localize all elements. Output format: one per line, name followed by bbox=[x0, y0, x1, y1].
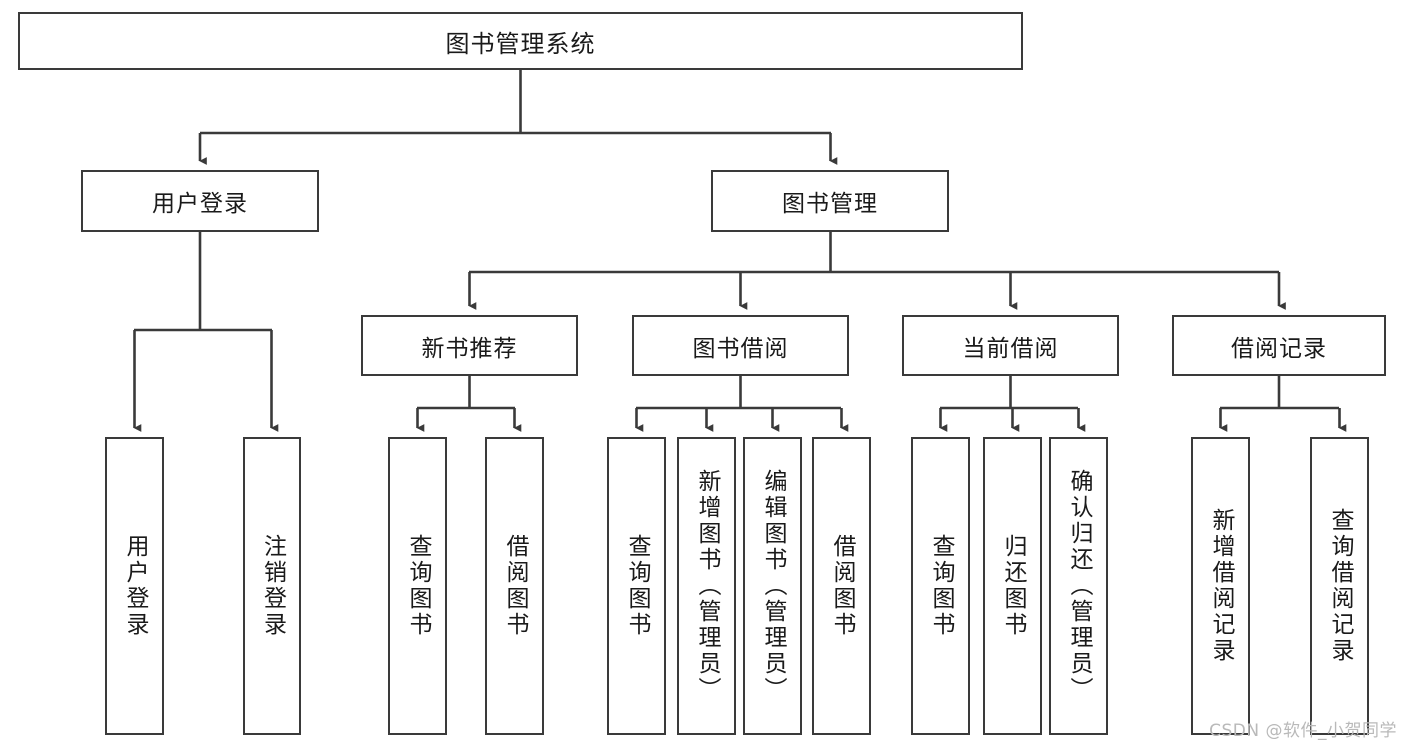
node-leaf-query-book-b[interactable]: 查询图书 bbox=[607, 437, 666, 735]
node-new-book-rec[interactable]: 新书推荐 bbox=[361, 315, 578, 376]
node-leaf-query-record[interactable]: 查询借阅记录 bbox=[1310, 437, 1369, 735]
node-leaf-logout-label: 注销登录 bbox=[259, 534, 286, 638]
node-root-label: 图书管理系统 bbox=[445, 29, 596, 58]
node-leaf-edit-book-label: 编辑图书（管理员） bbox=[760, 469, 786, 703]
node-leaf-query-book-rec-label: 查询图书 bbox=[405, 534, 431, 638]
node-current-borrow[interactable]: 当前借阅 bbox=[902, 315, 1119, 376]
node-root[interactable]: 图书管理系统 bbox=[18, 12, 1023, 70]
node-current-borrow-label: 当前借阅 bbox=[962, 335, 1059, 362]
node-leaf-query-book-c[interactable]: 查询图书 bbox=[911, 437, 970, 735]
node-leaf-query-book-c-label: 查询图书 bbox=[928, 534, 954, 638]
node-leaf-return-book[interactable]: 归还图书 bbox=[983, 437, 1042, 735]
node-new-book-rec-label: 新书推荐 bbox=[421, 335, 518, 362]
node-book-borrow-label: 图书借阅 bbox=[692, 335, 789, 362]
node-leaf-borrow-book-b[interactable]: 借阅图书 bbox=[812, 437, 871, 735]
node-leaf-query-book-rec[interactable]: 查询图书 bbox=[388, 437, 447, 735]
node-leaf-borrow-book-rec-label: 借阅图书 bbox=[502, 534, 528, 638]
node-leaf-user-login-label: 用户登录 bbox=[122, 534, 148, 638]
node-leaf-edit-book[interactable]: 编辑图书（管理员） bbox=[743, 437, 802, 735]
node-leaf-confirm-return[interactable]: 确认归还（管理员） bbox=[1049, 437, 1108, 735]
node-leaf-borrow-book-b-label: 借阅图书 bbox=[829, 534, 855, 638]
node-leaf-logout[interactable]: 注销登录 bbox=[243, 437, 301, 735]
csdn-watermark: CSDN @软件_小贺同学 bbox=[1209, 721, 1397, 741]
node-leaf-query-record-label: 查询借阅记录 bbox=[1327, 508, 1353, 664]
node-leaf-add-record[interactable]: 新增借阅记录 bbox=[1191, 437, 1250, 735]
node-leaf-query-book-b-label: 查询图书 bbox=[624, 534, 650, 638]
node-user-login[interactable]: 用户登录 bbox=[81, 170, 319, 232]
node-borrow-record[interactable]: 借阅记录 bbox=[1172, 315, 1386, 376]
node-leaf-return-book-label: 归还图书 bbox=[1000, 534, 1026, 638]
node-borrow-record-label: 借阅记录 bbox=[1231, 335, 1327, 362]
node-leaf-borrow-book-rec[interactable]: 借阅图书 bbox=[485, 437, 544, 735]
node-leaf-user-login[interactable]: 用户登录 bbox=[105, 437, 164, 735]
node-book-borrow[interactable]: 图书借阅 bbox=[632, 315, 849, 376]
node-leaf-add-book[interactable]: 新增图书（管理员） bbox=[677, 437, 736, 735]
node-leaf-add-book-label: 新增图书（管理员） bbox=[694, 469, 720, 703]
node-user-login-label: 用户登录 bbox=[152, 191, 248, 217]
node-book-mgmt-label: 图书管理 bbox=[782, 191, 878, 217]
node-book-mgmt[interactable]: 图书管理 bbox=[711, 170, 949, 232]
node-leaf-add-record-label: 新增借阅记录 bbox=[1208, 508, 1234, 664]
node-leaf-confirm-return-label: 确认归还（管理员） bbox=[1066, 469, 1092, 703]
